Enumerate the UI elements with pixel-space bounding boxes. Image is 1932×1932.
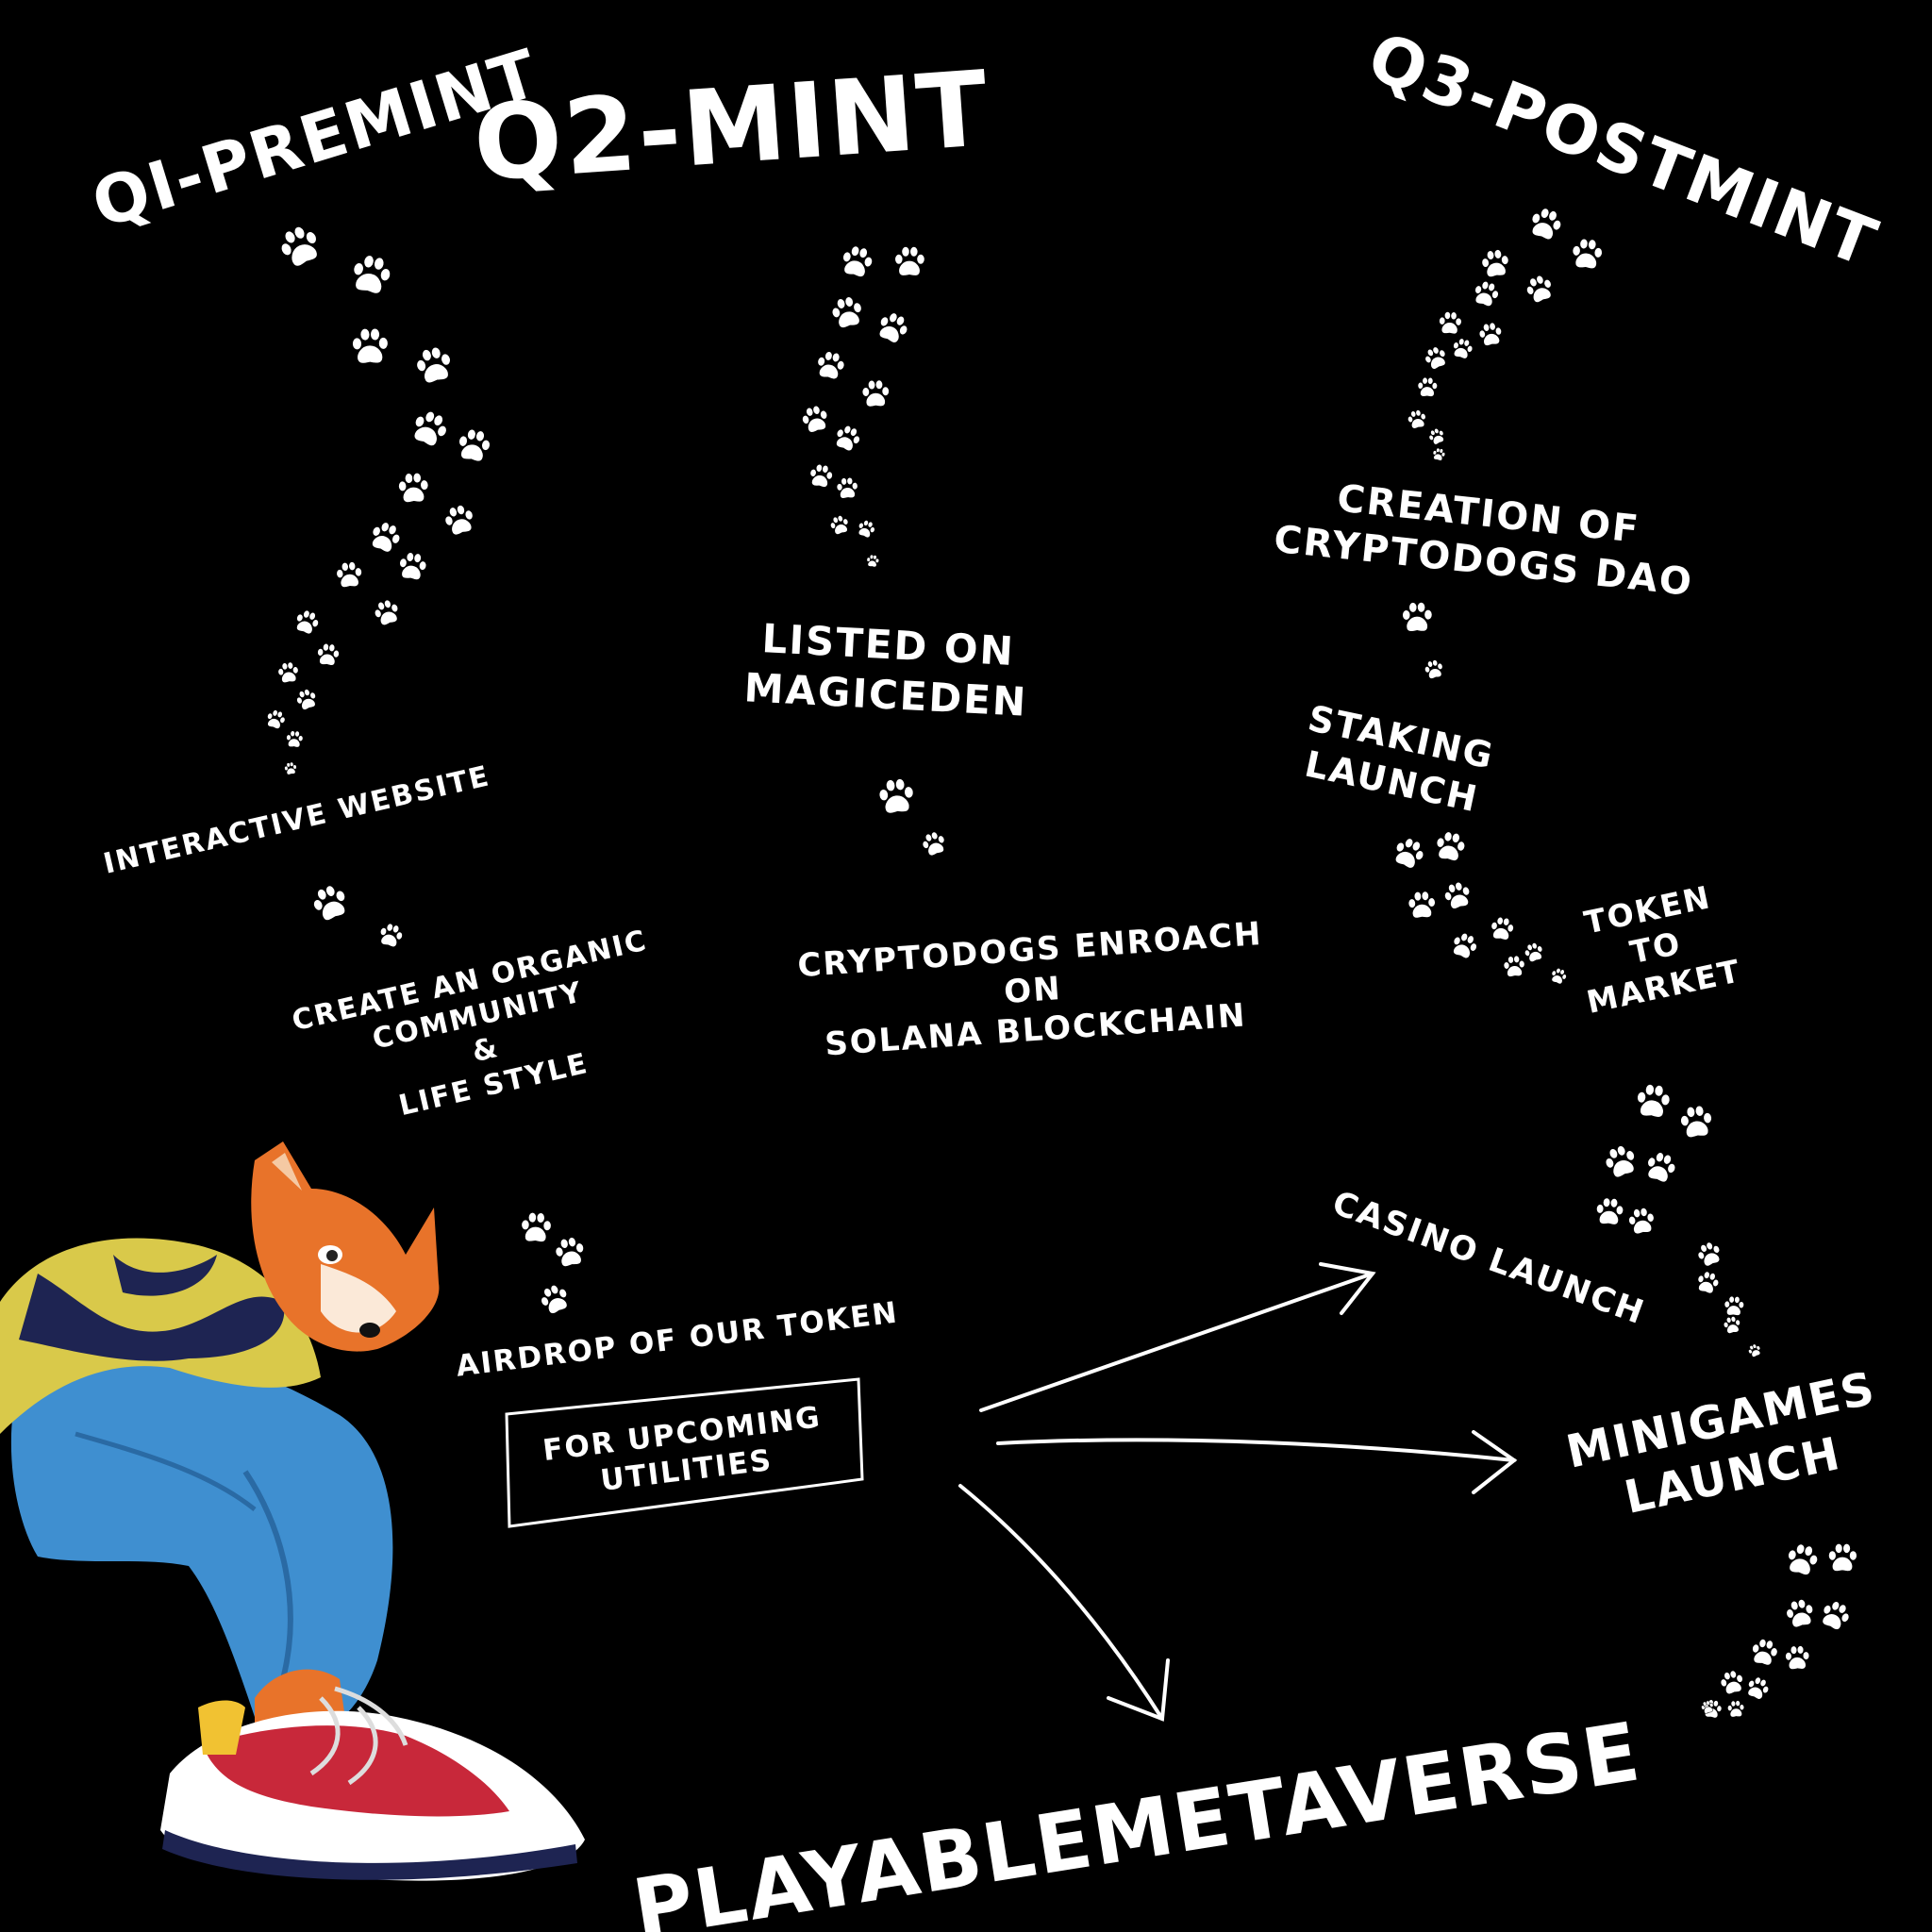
paw-print-icon <box>891 243 928 281</box>
paw-print-icon <box>1474 319 1507 352</box>
paw-print-icon <box>437 498 481 542</box>
paw-print-icon <box>1429 826 1471 868</box>
paw-print-icon <box>1447 334 1477 364</box>
paw-print-icon <box>853 516 879 542</box>
paw-print-icon <box>805 460 837 492</box>
arrow-icon <box>996 1430 1518 1494</box>
paw-print-icon <box>451 424 497 470</box>
paw-print-icon <box>1520 939 1548 967</box>
paw-print-icon <box>1430 446 1448 464</box>
paw-print-icon <box>858 376 892 411</box>
paw-print-icon <box>1467 275 1505 313</box>
paw-print-icon <box>361 514 408 560</box>
paw-print-icon <box>795 400 835 440</box>
paw-print-icon <box>1745 1634 1783 1672</box>
paw-print-icon <box>1424 425 1450 450</box>
paw-print-icon <box>274 658 302 687</box>
paw-print-icon <box>1722 1294 1747 1320</box>
paw-print-icon <box>269 216 331 278</box>
paw-print-icon <box>1438 876 1477 916</box>
paw-print-icon <box>1404 407 1430 433</box>
paw-print-icon <box>516 1208 555 1247</box>
arrow-icon <box>958 1484 1170 1722</box>
paw-print-icon <box>864 553 881 570</box>
paw-print-icon <box>374 919 408 954</box>
paw-print-icon <box>393 548 432 587</box>
paw-print-icon <box>1781 1642 1812 1674</box>
paw-print-icon <box>1476 245 1515 284</box>
paw-print-icon <box>393 469 433 508</box>
paw-print-icon <box>1674 1101 1719 1145</box>
paw-print-icon <box>1744 1341 1764 1360</box>
paw-print-icon <box>1420 656 1447 683</box>
paw-print-icon <box>1444 926 1483 965</box>
paw-print-icon <box>1486 913 1518 945</box>
paw-print-icon <box>1591 1194 1627 1230</box>
paw-print-icon <box>283 728 305 750</box>
paw-print-icon <box>532 1277 577 1323</box>
paw-print-icon <box>916 826 952 862</box>
paw-print-icon <box>1715 1666 1750 1701</box>
paw-print-icon <box>289 605 325 641</box>
paw-print-icon <box>549 1232 591 1274</box>
paw-print-icon <box>1779 1593 1820 1634</box>
paw-print-icon <box>1419 341 1454 376</box>
paw-print-icon <box>1404 888 1440 924</box>
paw-print-icon <box>1522 201 1569 248</box>
paw-print-icon <box>1398 599 1437 638</box>
paw-print-icon <box>873 774 921 822</box>
paw-print-icon <box>1435 308 1465 339</box>
paw-print-icon <box>1596 1138 1644 1186</box>
paw-print-icon <box>1690 1236 1727 1273</box>
paw-print-icon <box>827 419 867 458</box>
paw-print-icon <box>1638 1145 1682 1190</box>
upcoming-utilities-box <box>505 1377 864 1528</box>
paw-print-icon <box>824 291 870 336</box>
paw-print-icon <box>834 240 879 285</box>
paw-print-icon <box>1720 1313 1744 1338</box>
paw-print-icon <box>1779 1538 1824 1583</box>
paw-print-icon <box>1812 1593 1857 1639</box>
paw-print-icon <box>1698 1698 1717 1717</box>
milestone-listed-magiceden: LISTED ON MAGICEDEN <box>742 614 1028 724</box>
paw-print-icon <box>1546 964 1570 988</box>
paw-print-icon <box>342 247 398 303</box>
paw-print-icon <box>347 325 393 371</box>
paw-print-icon <box>1740 1672 1774 1706</box>
paw-print-icon <box>869 305 916 352</box>
paw-print-icon <box>1415 375 1440 400</box>
paw-print-icon <box>261 706 290 734</box>
paw-print-icon <box>1566 234 1607 275</box>
paw-print-icon <box>1691 1267 1724 1299</box>
paw-print-icon <box>1624 1204 1660 1241</box>
arrow-icon <box>979 1262 1376 1412</box>
paw-print-icon <box>1824 1541 1860 1576</box>
paw-print-icon <box>833 475 861 503</box>
paw-print-icon <box>1519 269 1560 310</box>
paw-print-icon <box>368 594 406 632</box>
paw-print-icon <box>1500 953 1528 981</box>
paw-print-icon <box>291 684 322 715</box>
paw-print-icon <box>332 558 367 593</box>
paw-print-icon <box>402 402 457 457</box>
paw-print-icon <box>408 340 460 392</box>
paw-print-icon <box>825 511 854 540</box>
paw-print-icon <box>1630 1079 1675 1124</box>
paw-print-icon <box>303 876 357 930</box>
paw-print-icon <box>1724 1698 1746 1720</box>
paw-print-icon <box>810 346 850 386</box>
paw-print-icon <box>312 640 342 670</box>
paw-print-icon <box>282 760 299 777</box>
paw-print-icon <box>1385 830 1432 877</box>
